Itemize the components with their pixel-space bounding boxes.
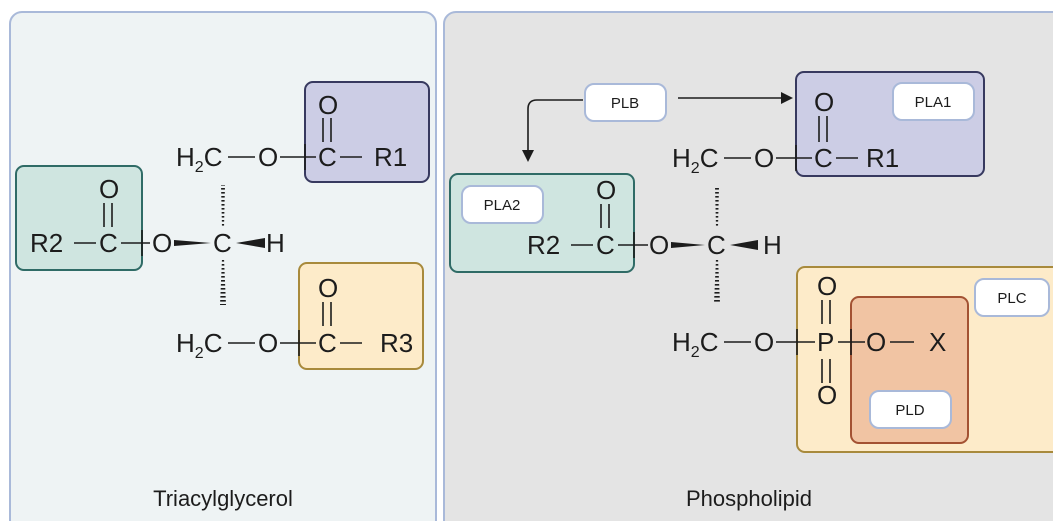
x-group-label: X xyxy=(929,327,946,357)
carbon-center-phospholipid: C xyxy=(707,230,726,260)
carbon-middle-phospholipid: C xyxy=(596,230,615,260)
plb-label: PLB xyxy=(611,95,639,112)
carbon-center: C xyxy=(213,228,232,258)
plb-arrowhead-right xyxy=(781,92,793,104)
r2-ester-box xyxy=(15,165,143,271)
plc-label: PLC xyxy=(997,290,1026,307)
r3-label: R3 xyxy=(380,328,413,358)
wedge-bond-left-phospholipid xyxy=(671,242,705,248)
pla2-label: PLA2 xyxy=(484,197,521,214)
carbon-middle: C xyxy=(99,228,118,258)
wedge-bond-right-phospholipid xyxy=(730,240,758,250)
r1-label: R1 xyxy=(374,142,407,172)
hashed-wedge-up xyxy=(221,185,225,228)
phosphorus-atom: P xyxy=(817,327,834,357)
triacylglycerol-caption: Triacylglycerol xyxy=(153,486,293,511)
r1-ester-box xyxy=(304,81,430,183)
h2c-top: H2C xyxy=(176,142,222,176)
triacylglycerol-panel: H2C O C O R1 R2 C O O C H H2C O C O xyxy=(9,11,437,521)
plc-pill: PLC xyxy=(974,278,1050,317)
phosphate-oxygen-bottom: O xyxy=(817,380,837,410)
wedge-bond-left xyxy=(174,240,211,246)
hashed-wedge-down-phospholipid xyxy=(714,258,720,303)
ester-oxygen-x: O xyxy=(866,327,886,357)
r2-label-phospholipid: R2 xyxy=(527,230,560,260)
plb-arrowhead-left xyxy=(522,150,534,162)
phospholipid-caption: Phospholipid xyxy=(686,486,812,511)
r2-label: R2 xyxy=(30,228,63,258)
pla2-pill: PLA2 xyxy=(461,185,544,224)
wedge-bond-right xyxy=(236,238,265,248)
h2c-bottom: H2C xyxy=(176,328,222,362)
r1-label-phospholipid: R1 xyxy=(866,143,899,173)
pla1-label: PLA1 xyxy=(915,94,952,111)
phospholipid-panel: PLB PLA1 PLA2 PLC PLD H2C O C O xyxy=(443,11,1053,521)
oxygen-middle: O xyxy=(152,228,172,258)
oxygen-middle-phospholipid: O xyxy=(649,230,669,260)
oxygen-carbonyl-top-phospholipid: O xyxy=(814,87,834,117)
oxygen-top: O xyxy=(258,142,278,172)
oxygen-top-phospholipid: O xyxy=(754,143,774,173)
hashed-wedge-up-phospholipid xyxy=(715,186,719,228)
oxygen-bottom: O xyxy=(258,328,278,358)
hydrogen-center: H xyxy=(266,228,285,258)
carbon-top: C xyxy=(318,142,337,172)
hashed-wedge-down xyxy=(220,258,226,305)
pla1-pill: PLA1 xyxy=(892,82,975,121)
hydrogen-center-phospholipid: H xyxy=(763,230,782,260)
plb-arrow-left xyxy=(527,99,583,152)
plb-pill: PLB xyxy=(584,83,667,122)
pld-pill: PLD xyxy=(869,390,952,429)
r3-ester-box xyxy=(298,262,424,370)
carbon-top-phospholipid: C xyxy=(814,143,833,173)
phosphate-oxygen-top: O xyxy=(817,271,837,301)
carbon-bottom: C xyxy=(318,328,337,358)
oxygen-carbonyl-middle: O xyxy=(99,174,119,204)
oxygen-bottom-phospholipid: O xyxy=(754,327,774,357)
oxygen-carbonyl-bottom: O xyxy=(318,273,338,303)
oxygen-carbonyl-middle-phospholipid: O xyxy=(596,175,616,205)
h2c-top-phospholipid: H2C xyxy=(672,143,718,177)
oxygen-carbonyl-top: O xyxy=(318,90,338,120)
pld-label: PLD xyxy=(895,402,924,419)
h2c-bottom-phospholipid: H2C xyxy=(672,327,718,361)
